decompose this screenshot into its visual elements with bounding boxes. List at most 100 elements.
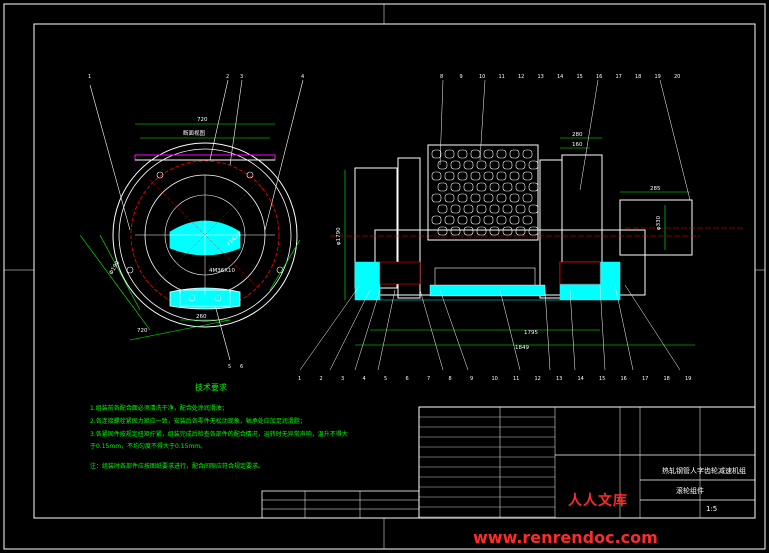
gear-tooth [483, 171, 494, 181]
part-callout: 5 [384, 376, 387, 382]
part-callout: 2 [226, 74, 229, 80]
gear-tooth [528, 160, 539, 170]
gear-tooth [444, 149, 455, 159]
gear-tooth [489, 204, 500, 214]
gear-tooth [463, 204, 474, 214]
gear-tooth [515, 160, 526, 170]
drawing-name: 滚轮组件 [676, 487, 704, 495]
gear-tooth [522, 215, 533, 225]
gear-tooth [483, 215, 494, 225]
dimension-label: 280 [572, 132, 583, 138]
gear-tooth [522, 171, 533, 181]
gear-tooth [457, 193, 468, 203]
gear-tooth [437, 204, 448, 214]
part-callout: 3 [341, 376, 344, 382]
part-callout: 16 [621, 376, 627, 382]
part-callout: 1 [298, 376, 301, 382]
dimension-label: φ1790 [336, 227, 342, 245]
part-callout: 1 [88, 74, 91, 80]
gear-tooth [457, 149, 468, 159]
gear-tooth [515, 204, 526, 214]
gear-tooth [483, 193, 494, 203]
gear-tooth [489, 160, 500, 170]
part-callout: 13 [556, 376, 562, 382]
gear-tooth [437, 182, 448, 192]
gear-tooth [509, 215, 520, 225]
requirement-note: 注：组装时各部件应按图纸要求进行，配合间隙应符合规定要求。 [90, 463, 265, 470]
gear-tooth [470, 171, 481, 181]
part-callout: 7 [427, 376, 430, 382]
dimension-label: 断面视图 [183, 129, 206, 137]
gear-tooth [528, 182, 539, 192]
dimension-label: 720 [197, 117, 208, 123]
part-callout: 9 [460, 74, 463, 80]
part-callout: 14 [578, 376, 584, 382]
drawing-scale: 1:5 [706, 505, 718, 513]
gear-tooth [450, 182, 461, 192]
part-callout: 11 [499, 74, 505, 80]
part-callout: 8 [449, 376, 452, 382]
gear-tooth [450, 204, 461, 214]
gear-tooth [476, 182, 487, 192]
part-callout: 4 [301, 74, 304, 80]
gear-tooth [476, 160, 487, 170]
part-callout: 16 [596, 74, 602, 80]
part-callout: 13 [538, 74, 544, 80]
gear-tooth [450, 226, 461, 236]
gear-tooth [509, 149, 520, 159]
gear-tooth [522, 149, 533, 159]
end-view [79, 79, 304, 361]
gear-tooth [509, 193, 520, 203]
part-callout: 19 [685, 376, 691, 382]
gear-tooth [476, 204, 487, 214]
dimension-label: 160 [572, 142, 583, 148]
part-callout: 5 [228, 364, 231, 370]
gear-tooth [470, 215, 481, 225]
gear-tooth [502, 204, 513, 214]
gear-tooth [509, 171, 520, 181]
dimension-label: 1795 [524, 330, 538, 336]
requirement-item-2: 2.各连接螺栓紧固力矩应一致，安装后各零件无松动现象，轴承处应加足润滑脂； [90, 418, 306, 425]
part-callout: 11 [513, 376, 519, 382]
part-callout: 10 [492, 376, 498, 382]
gear-tooth [496, 215, 507, 225]
gear-tooth [450, 160, 461, 170]
drawing-company: 热轧钢管人字齿轮减速机组 [662, 467, 746, 475]
gear-tooth [463, 226, 474, 236]
part-callout: 18 [635, 74, 641, 80]
gear-tooth [444, 193, 455, 203]
gear-tooth [470, 149, 481, 159]
part-callout: 3 [240, 74, 243, 80]
dimension-label: φ330 [656, 215, 662, 230]
outer-frame [3, 3, 766, 550]
requirement-item-3: 3.各紧固件按规定扭矩拧紧，组装完成后检查各部件的配合情况，运转时无异常声响，温… [90, 431, 348, 438]
gear-tooth [457, 171, 468, 181]
gear-tooth [496, 193, 507, 203]
requirement-item-1: 1.组装前各配合面必须清洗干净，配合处涂润滑油； [90, 405, 228, 412]
part-callout: 12 [518, 74, 524, 80]
part-callout: 17 [642, 376, 648, 382]
dimension-label: 720 [137, 328, 148, 334]
gear-tooth [496, 149, 507, 159]
part-callout: 9 [470, 376, 473, 382]
gear-tooth [476, 226, 487, 236]
part-callout: 6 [406, 376, 409, 382]
section-view [299, 79, 745, 371]
gear-tooth [502, 160, 513, 170]
dimension-label: 260 [196, 314, 207, 320]
part-callout: 14 [557, 74, 563, 80]
gear-tooth [437, 160, 448, 170]
part-callout: 4 [363, 376, 366, 382]
technical-requirements-title: 技术要求 [195, 383, 227, 392]
gear-tooth [483, 149, 494, 159]
gear-tooth [502, 182, 513, 192]
part-callout: 18 [664, 376, 670, 382]
gear-tooth [522, 193, 533, 203]
watermark-url: www.renrendoc.com [473, 528, 658, 547]
requirement-item-4: 于0.15mm，不均匀度不得大于0.15mm。 [90, 443, 207, 450]
part-callout: 15 [577, 74, 583, 80]
gear-tooth [528, 226, 539, 236]
watermark-text: 人人文库 [568, 493, 628, 509]
part-callout: 15 [599, 376, 605, 382]
